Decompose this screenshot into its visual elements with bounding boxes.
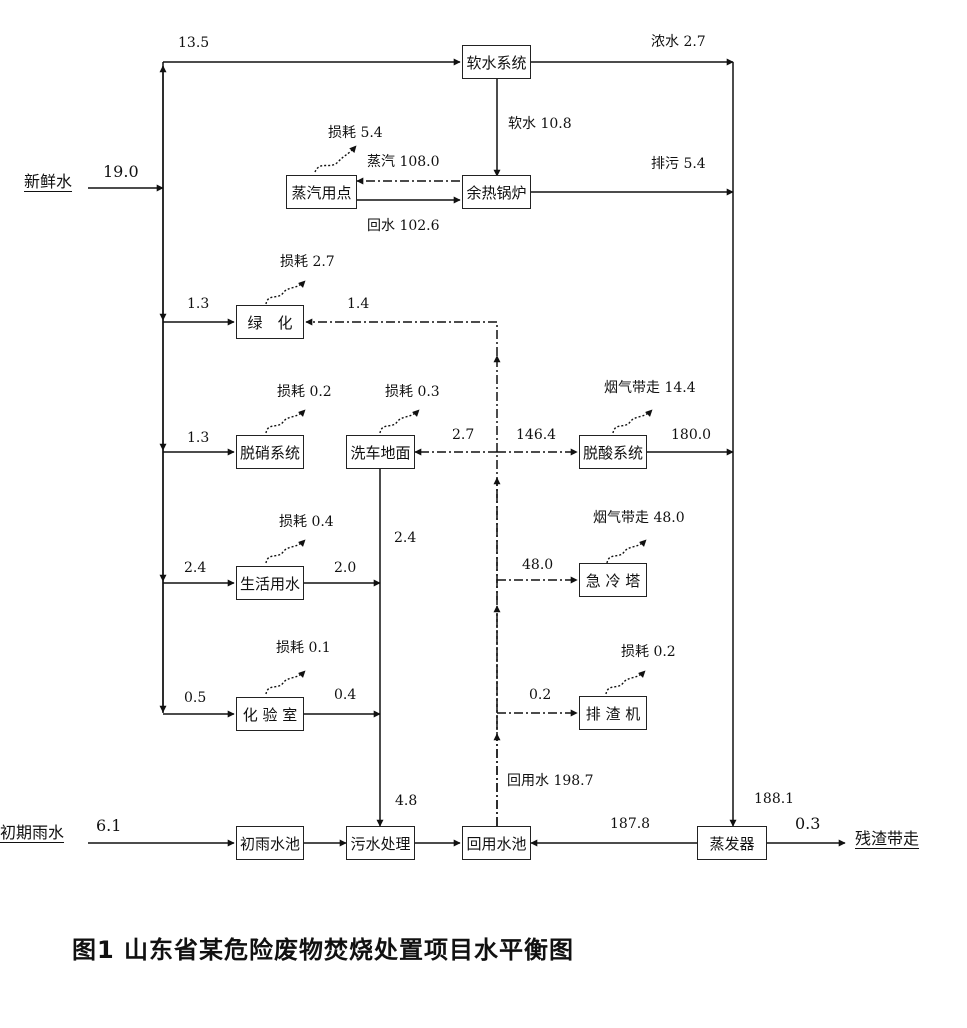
to-denitration-label: 1.3 (187, 430, 210, 446)
loss-squiggle-domestic (265, 539, 306, 564)
loss-lab-label: 损耗 0.1 (276, 640, 331, 656)
flue-gas-deacid-label: 烟气带走 14.4 (604, 380, 696, 396)
loss-squiggle-denitration (265, 409, 306, 434)
loss-greening-label: 损耗 2.7 (280, 254, 335, 270)
to-quench-label: 48.0 (522, 557, 554, 573)
loss-denitration-label: 损耗 0.2 (277, 384, 332, 400)
loss-slag-label: 损耗 0.2 (621, 644, 676, 660)
reuse-pool-box: 回用水池 (462, 826, 531, 860)
loss-squiggle-greening (265, 280, 306, 305)
reuse-to-greening-label: 1.4 (347, 296, 370, 312)
flue-gas-quench-label: 烟气带走 48.0 (593, 510, 685, 526)
flue-squiggle-deacid (612, 409, 653, 434)
loss-domestic-label: 损耗 0.4 (279, 514, 334, 530)
concentrate-label: 浓水 2.7 (651, 34, 706, 50)
residue-value: 0.3 (795, 814, 821, 833)
residue-label: 残渣带走 (855, 829, 920, 848)
to-greening-label: 1.3 (187, 296, 210, 312)
to-domestic-label: 2.4 (184, 560, 207, 576)
loss-steam-label: 损耗 5.4 (328, 125, 383, 141)
to-slag-label: 0.2 (529, 687, 552, 703)
car-wash-box: 洗车地面 (346, 435, 415, 469)
domestic-out-label: 2.0 (334, 560, 357, 576)
to-evaporator-label: 188.1 (754, 791, 795, 807)
evaporator-return-label: 187.8 (610, 816, 651, 832)
deacid-out-label: 180.0 (671, 427, 712, 443)
loss-car-wash-label: 损耗 0.3 (385, 384, 440, 400)
loss-squiggle-steam (314, 145, 357, 173)
sewage-treatment-box: 污水处理 (346, 826, 415, 860)
initial-rain-pool-box: 初雨水池 (236, 826, 304, 860)
denitration-box: 脱硝系统 (236, 435, 304, 469)
to-car-wash-label: 2.7 (452, 427, 475, 443)
laboratory-box: 化 验 室 (236, 697, 304, 731)
to-soft-water-label: 13.5 (178, 35, 210, 51)
steam-users-box: 蒸汽用点 (286, 175, 357, 209)
soft-water-system-box: 软水系统 (462, 45, 531, 79)
greening-box: 绿 化 (236, 305, 304, 339)
return-water-label: 回水 102.6 (367, 218, 440, 234)
fresh-water-label: 新鲜水 (24, 172, 73, 191)
to-lab-label: 0.5 (184, 690, 207, 706)
evaporator-box: 蒸发器 (697, 826, 767, 860)
loss-squiggle-slag (605, 670, 646, 695)
flue-squiggle-quench (606, 539, 647, 564)
initial-rain-label: 初期雨水 (0, 823, 65, 842)
to-deacidification-label: 146.4 (516, 427, 557, 443)
blowdown-label: 排污 5.4 (651, 156, 706, 172)
fresh-water-value: 19.0 (103, 162, 139, 181)
domestic-water-box: 生活用水 (236, 566, 304, 600)
slag-discharger-box: 排 渣 机 (579, 696, 647, 730)
waste-heat-boiler-box: 余热锅炉 (462, 175, 531, 209)
loss-squiggle-lab (265, 670, 306, 695)
figure-caption: 图1 山东省某危险废物焚烧处置项目水平衡图 (72, 936, 575, 964)
lab-out-label: 0.4 (334, 687, 357, 703)
loss-squiggle-car-wash (379, 409, 420, 434)
initial-rain-value: 6.1 (96, 816, 122, 835)
car-wash-out-label: 2.4 (394, 530, 417, 546)
steam-label: 蒸汽 108.0 (367, 154, 440, 170)
deacidification-box: 脱酸系统 (579, 435, 647, 469)
reuse-water-label: 回用水 198.7 (507, 773, 594, 789)
sewage-in-label: 4.8 (395, 793, 418, 809)
quench-tower-box: 急 冷 塔 (579, 563, 647, 597)
soft-water-label: 软水 10.8 (508, 116, 572, 132)
